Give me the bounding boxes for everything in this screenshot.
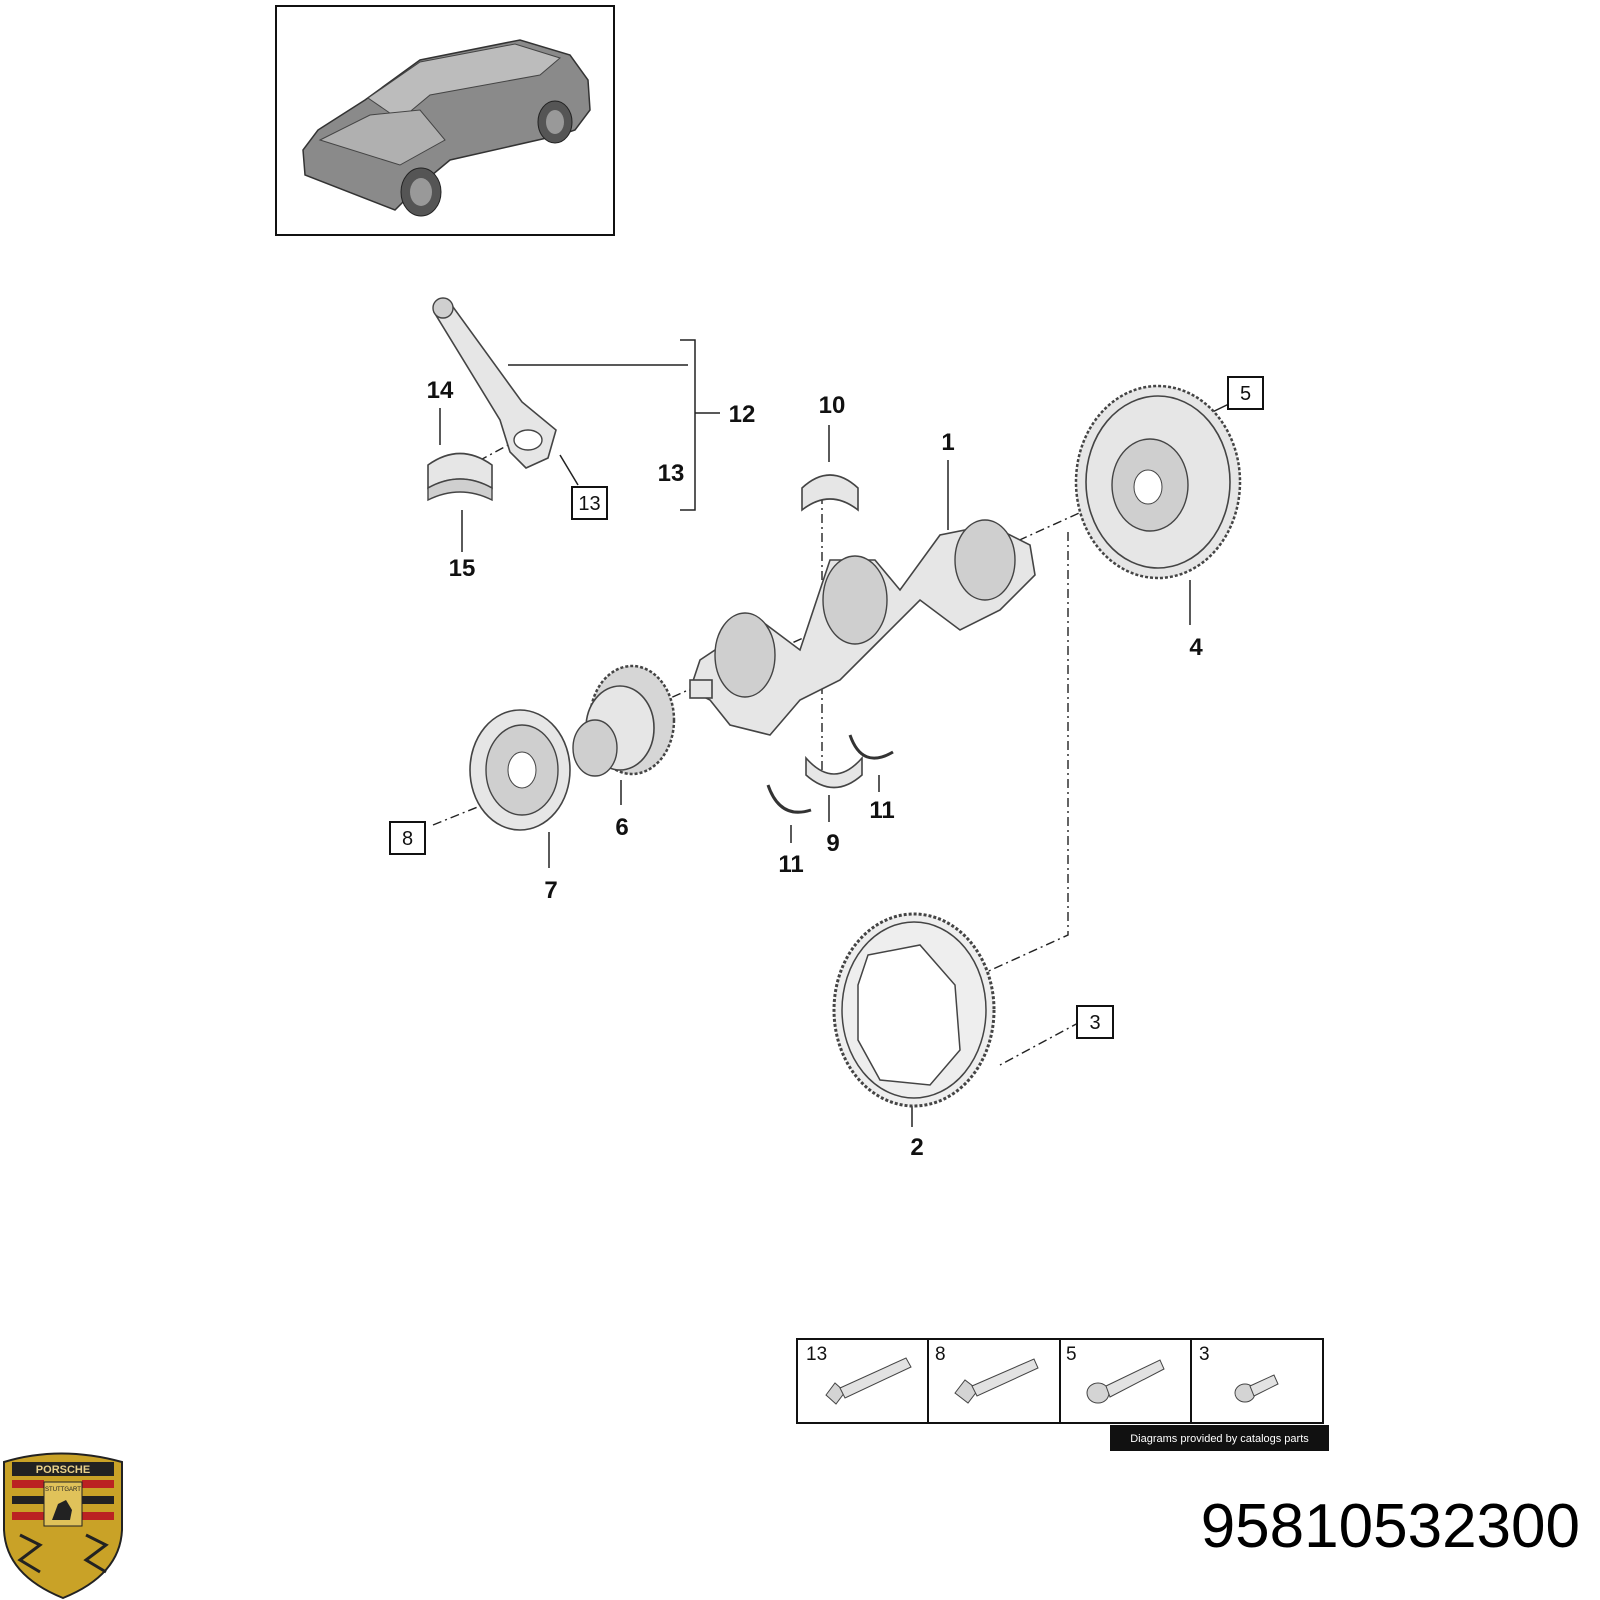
- svg-text:3: 3: [1089, 1012, 1100, 1034]
- rod-bearing-shell: [427, 452, 493, 502]
- vibration-damper: [469, 709, 571, 831]
- main-bearing-shell-lower: [805, 755, 863, 789]
- callout-7: 7: [544, 877, 557, 904]
- callout-10: 10: [819, 392, 846, 419]
- callout-4: 4: [1189, 634, 1203, 661]
- bolt-icon: [825, 1357, 912, 1405]
- callout-2: 2: [910, 1134, 923, 1161]
- suv-icon: [302, 39, 591, 217]
- screw-icon: [1234, 1374, 1279, 1403]
- crank-sprocket: [572, 664, 676, 777]
- callout-15: 15: [449, 555, 476, 582]
- fastener-cell-5: 5: [1066, 1344, 1165, 1404]
- svg-text:PORSCHE: PORSCHE: [36, 1464, 90, 1476]
- boxed-callout-3: 3: [1076, 1005, 1114, 1039]
- ring-gear: [832, 912, 996, 1108]
- thrust-washer: [766, 734, 894, 814]
- fastener-table: 13 8 5 3: [796, 1338, 1324, 1424]
- svg-text:3: 3: [1199, 1344, 1210, 1365]
- svg-text:13: 13: [806, 1344, 827, 1365]
- callout-6: 6: [615, 814, 628, 841]
- svg-text:Diagrams provided by catalogs: Diagrams provided by catalogs parts: [1130, 1433, 1309, 1445]
- bolt-icon: [954, 1358, 1039, 1404]
- part-number: 95810532300: [1201, 1492, 1580, 1561]
- boxed-callout-8: 8: [389, 821, 426, 855]
- credit-banner: Diagrams provided by catalogs parts: [1110, 1425, 1329, 1451]
- svg-text:5: 5: [1240, 383, 1251, 405]
- callout-11-left: 11: [778, 851, 803, 878]
- svg-text:5: 5: [1066, 1344, 1077, 1365]
- fastener-cell-13: 13: [806, 1344, 912, 1405]
- svg-text:13: 13: [578, 493, 600, 515]
- vehicle-thumbnail: [275, 5, 615, 236]
- callout-13: 13: [658, 460, 685, 487]
- fastener-cell-8: 8: [935, 1344, 1039, 1404]
- callout-1: 1: [941, 429, 954, 456]
- bolt-icon: [1086, 1359, 1165, 1404]
- boxed-callout-13: 13: [571, 486, 608, 520]
- svg-text:8: 8: [935, 1344, 946, 1365]
- flywheel: [1074, 384, 1242, 580]
- main-bearing-shell-upper: [801, 474, 859, 512]
- svg-text:STUTTGART: STUTTGART: [45, 1487, 81, 1493]
- boxed-callout-5: 5: [1227, 376, 1264, 410]
- callout-11-right: 11: [869, 797, 894, 824]
- callout-9: 9: [826, 830, 839, 857]
- fastener-cell-3: 3: [1199, 1344, 1279, 1403]
- callout-14: 14: [427, 377, 454, 404]
- connecting-rod: [432, 297, 557, 469]
- callout-12: 12: [729, 401, 756, 428]
- svg-text:8: 8: [402, 828, 413, 850]
- porsche-crest-icon: PORSCHE STUTTGART: [3, 1452, 123, 1600]
- crankshaft: [689, 519, 1036, 736]
